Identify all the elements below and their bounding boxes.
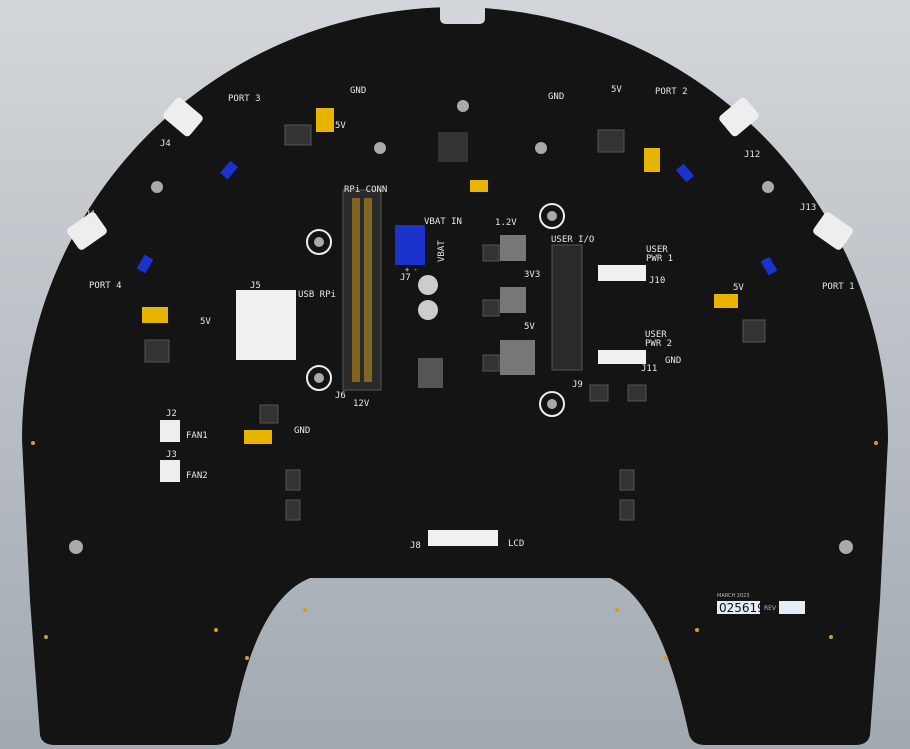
label-3v3: 3V3 — [524, 270, 540, 280]
serial-number: 025619 — [719, 601, 765, 615]
label-j7: J7 — [400, 273, 411, 283]
leds-blue — [136, 160, 778, 276]
label-1v2: 1.2V — [495, 218, 517, 228]
label-port3: PORT 3 — [228, 94, 261, 104]
label-fan2: FAN2 — [186, 471, 208, 481]
rev-label: REV — [764, 605, 777, 612]
label-j2: J2 — [166, 409, 177, 419]
label-user-pwr2-a: USER — [645, 330, 667, 340]
serial-box — [717, 601, 760, 614]
label-user-io: USER I/O — [551, 235, 594, 245]
port-connectors — [67, 97, 853, 250]
inductors — [418, 132, 535, 388]
lcd-connector-j8 — [428, 530, 498, 546]
label-j3: J3 — [166, 450, 177, 460]
user-pwr1-connector-j10 — [598, 265, 646, 281]
capacitors — [418, 275, 438, 320]
footer-date: MARCH 2023 — [717, 593, 750, 599]
fan2-connector-j3 — [160, 460, 180, 482]
vbat-terminal-j7 — [395, 225, 425, 265]
rev-box — [779, 601, 805, 614]
label-5v: 5V — [524, 322, 535, 332]
label-user-pwr1-a: USER — [646, 245, 668, 255]
label-5v-right: 5V — [733, 283, 744, 293]
label-lcd: LCD — [508, 539, 524, 549]
user-pwr2-connector-j11 — [598, 350, 646, 364]
label-j8: J8 — [410, 541, 421, 551]
label-usb-rpi: USB RPi — [298, 290, 336, 300]
label-12v: 12V — [353, 399, 370, 409]
label-j10: J10 — [649, 276, 665, 286]
label-5v-left: 5V — [200, 317, 211, 327]
label-gnd-tr: GND — [548, 92, 564, 102]
label-5v-tr: 5V — [611, 85, 622, 95]
label-j1: J1 — [85, 210, 96, 220]
mounting-holes — [306, 203, 565, 417]
label-j11: J11 — [641, 364, 657, 374]
tantalum-caps — [142, 108, 738, 444]
label-j12: J12 — [744, 150, 760, 160]
fan1-connector-j2 — [160, 420, 180, 442]
label-gnd-mid: GND — [294, 426, 310, 436]
label-polarity: + - — [405, 266, 418, 274]
label-port4: PORT 4 — [89, 281, 122, 291]
label-vbat-in: VBAT IN — [424, 217, 462, 227]
label-j9: J9 — [572, 380, 583, 390]
board-notch — [440, 0, 485, 24]
label-j4: J4 — [160, 139, 171, 149]
label-user-pwr1-b: PWR 1 — [646, 254, 673, 264]
label-port2: PORT 2 — [655, 87, 688, 97]
label-fan1: FAN1 — [186, 431, 208, 441]
label-j6: J6 — [335, 391, 346, 401]
ics — [144, 124, 766, 521]
label-gnd-tl: GND — [350, 86, 366, 96]
label-user-pwr2-b: PWR 2 — [645, 339, 672, 349]
label-gnd-right: GND — [665, 356, 681, 366]
label-5v-tl: 5V — [335, 121, 346, 131]
rpi-connector-j6 — [342, 189, 382, 391]
label-vbat: VBAT — [437, 240, 447, 262]
pcb-board — [22, 7, 888, 746]
holes — [69, 100, 853, 554]
usb-connector-j5 — [236, 290, 296, 360]
edge-vias — [31, 441, 878, 660]
label-j13: J13 — [800, 203, 816, 213]
user-io-connector-j9 — [551, 244, 583, 371]
label-j5: J5 — [250, 281, 261, 291]
label-rpi-conn: RPi CONN — [344, 185, 387, 195]
label-port1: PORT 1 — [822, 282, 855, 292]
